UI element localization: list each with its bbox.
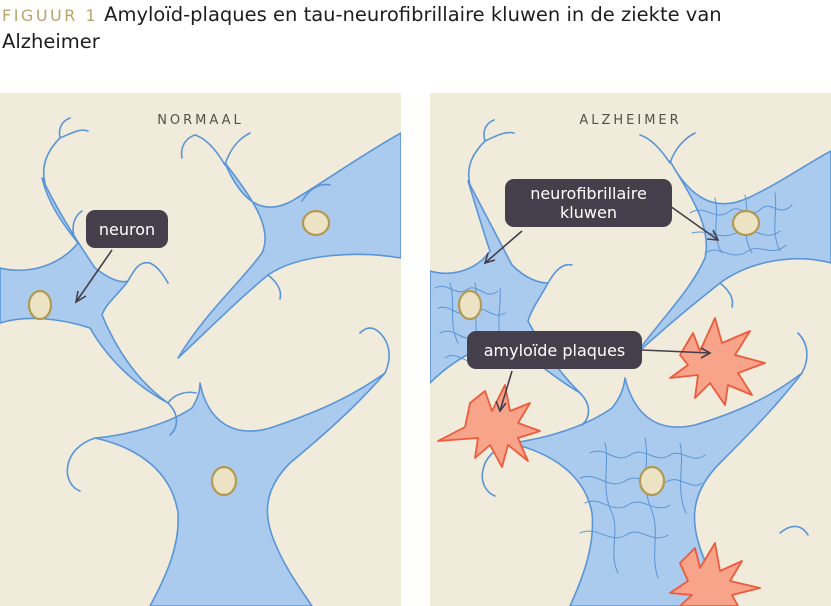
tangle-arrow (484, 230, 523, 264)
nucleus (210, 465, 238, 497)
tangle-arrow (669, 205, 719, 241)
alzheimer-panel: ALZHEIMER neurofibrillaire kluwen amyloï… (430, 93, 831, 606)
amyloid-plaque (437, 384, 541, 468)
nucleus (731, 209, 761, 237)
normal-title: NORMAAL (157, 113, 244, 128)
tangles-label-line1: neurofibrillaire (530, 184, 647, 203)
nucleus (457, 289, 483, 321)
neuron-arrow (75, 249, 113, 303)
plaque-arrow (499, 370, 513, 412)
plaque-arrow (641, 349, 711, 354)
neuron-body (177, 132, 401, 359)
normal-neurons-illustration (0, 117, 401, 606)
nucleus (301, 209, 331, 237)
normal-panel: NORMAAL neuron (0, 93, 401, 606)
amyloid-plaque (669, 317, 766, 406)
figure-label: FIGUUR 1 (2, 6, 99, 25)
nucleus (638, 465, 666, 497)
plaques-label: amyloïde plaques (467, 331, 642, 369)
amyloid-plaque (669, 542, 761, 606)
tangles-label: neurofibrillaire kluwen (505, 179, 672, 227)
tangles-label-line2: kluwen (560, 203, 617, 222)
nucleus (27, 289, 53, 321)
neuron-label: neuron (86, 210, 168, 248)
figure-title: Amyloïd-plaques en tau-neurofibrillaire … (2, 3, 722, 53)
neuron-body (94, 372, 386, 606)
alzheimer-title: ALZHEIMER (579, 113, 682, 128)
alzheimer-neurons-illustration (430, 119, 831, 606)
